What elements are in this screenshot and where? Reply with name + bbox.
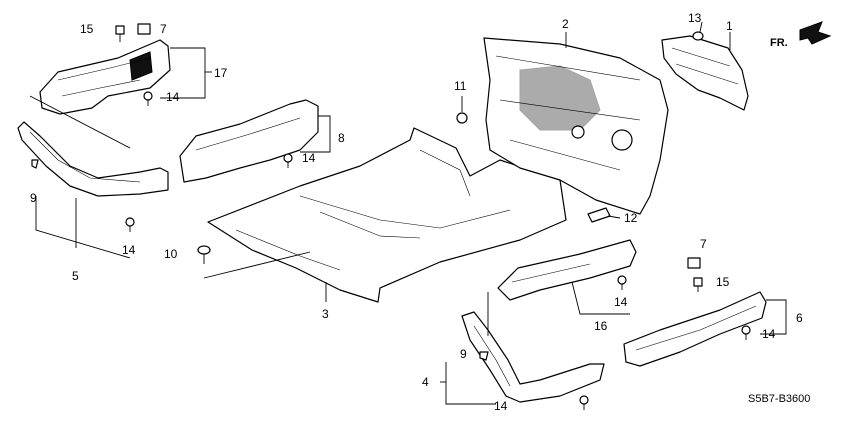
part-3-floor-carpet [207, 127, 567, 303]
callout-14-mid: 14 [302, 151, 316, 165]
part-1-insulator [661, 35, 749, 111]
callout-14-left: 14 [122, 243, 136, 257]
front-direction-label: FR. [770, 37, 788, 49]
clip-10 [197, 245, 211, 264]
leader-13 [699, 21, 703, 33]
callout-14-upper: 14 [166, 90, 180, 104]
callout-6: 6 [796, 311, 803, 325]
leader-12 [607, 215, 621, 219]
callout-14-right: 14 [762, 327, 776, 341]
leader-8 [300, 115, 331, 153]
leader-4 [445, 362, 496, 405]
callout-3: 3 [322, 307, 329, 321]
callout-11: 11 [454, 79, 467, 93]
clip-14-lower [579, 395, 589, 410]
callout-14-rear-a: 14 [614, 295, 628, 309]
callout-15-right: 15 [716, 275, 730, 289]
callout-10: 10 [164, 247, 178, 261]
clip-9-left [31, 159, 39, 169]
callout-7-top: 7 [160, 22, 167, 36]
callout-4: 4 [422, 375, 429, 389]
part-17-trim [39, 39, 171, 115]
callout-15-top: 15 [80, 22, 94, 36]
leader-10 [203, 251, 311, 279]
clip-13 [692, 31, 704, 41]
part-4-trim [461, 311, 605, 403]
clip-12 [587, 207, 611, 223]
clip-14-upper [143, 91, 153, 106]
clip-9-lower [479, 351, 489, 361]
leader-16 [571, 281, 630, 315]
clip-14-left [125, 217, 135, 232]
callout-14-lower: 14 [494, 399, 508, 413]
clip-14-mid [283, 153, 293, 168]
leader-17-diag [29, 95, 131, 149]
callout-9-left: 9 [30, 191, 37, 205]
part-8-trim [179, 99, 319, 183]
part-16-trim [497, 239, 637, 301]
leader-17 [160, 47, 206, 99]
part-6-trim [623, 291, 767, 367]
clip-7-top [137, 23, 151, 35]
clip-14-rear-a [617, 275, 627, 290]
clip-7-right [687, 257, 701, 269]
callout-17: 17 [214, 66, 228, 80]
part-5-sill-trim [17, 121, 169, 197]
callout-8: 8 [338, 131, 345, 145]
clip-14-right [741, 325, 751, 340]
callout-9-lower: 9 [460, 347, 467, 361]
diagram-code: S5B7-B3600 [748, 393, 810, 405]
callout-13: 13 [688, 11, 702, 25]
front-direction-arrow [799, 21, 832, 45]
callout-7-right: 7 [700, 237, 707, 251]
callout-1: 1 [726, 19, 733, 33]
callout-2: 2 [562, 17, 569, 31]
clip-15-top [115, 25, 125, 42]
clip-15-right [693, 277, 703, 292]
callout-5: 5 [72, 269, 79, 283]
clip-11 [456, 112, 468, 124]
leader-9-left [35, 196, 131, 259]
leader-6 [760, 299, 787, 335]
part-2-insulator [483, 37, 669, 215]
callout-16: 16 [594, 319, 608, 333]
callout-12: 12 [624, 211, 638, 225]
